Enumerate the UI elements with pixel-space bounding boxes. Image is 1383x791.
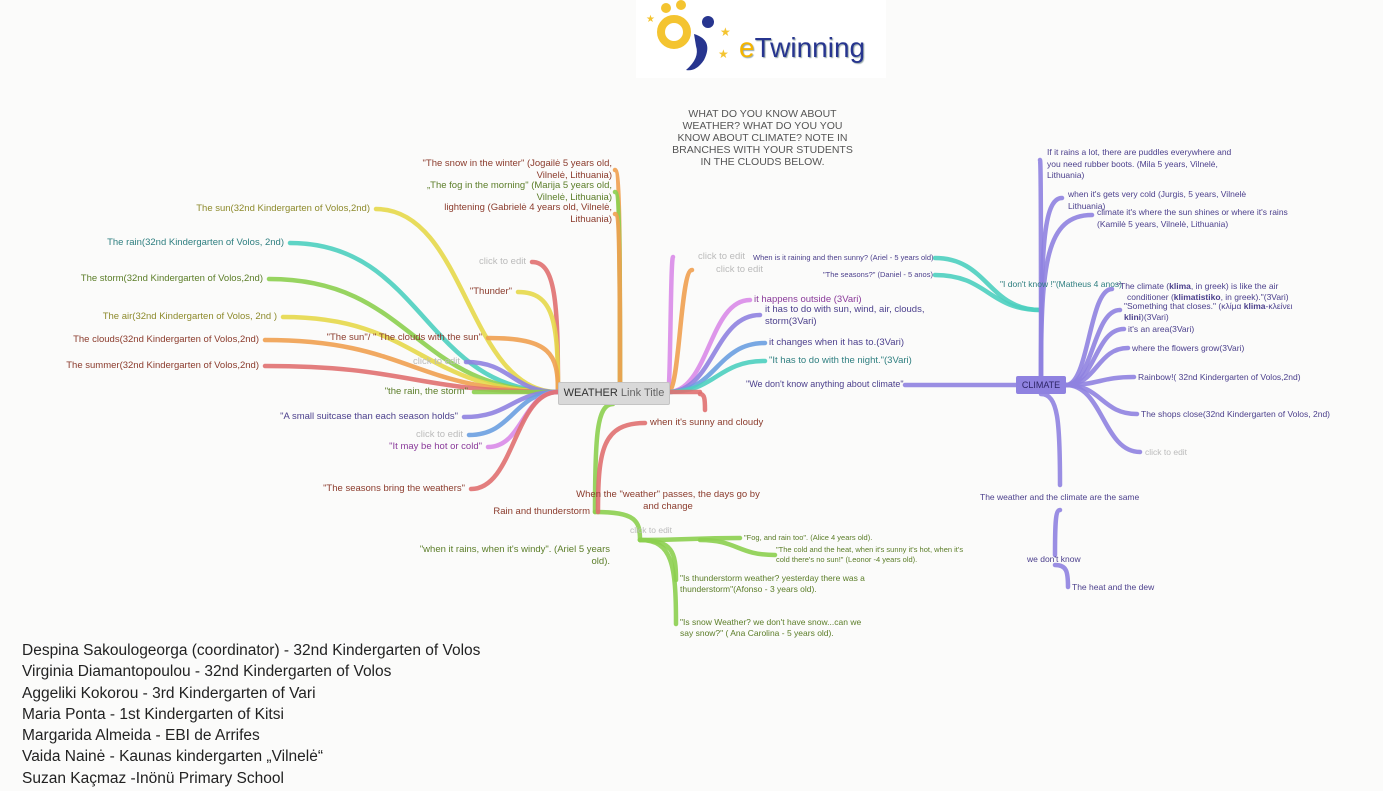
node-rains-windy[interactable]: "when it rains, when it's windy". (Ariel… xyxy=(419,544,610,567)
node-rain-thunderstorm[interactable]: Rain and thunderstorm xyxy=(493,506,590,517)
credit-line: Vaida Nainė - Kaunas kindergarten „Vilne… xyxy=(22,748,323,766)
etwinning-figures-icon: ★ ★ ★ xyxy=(646,0,731,71)
branch-connector xyxy=(595,420,648,515)
node-seasons-question[interactable]: "The seasons?" (Daniel - 5 anos) xyxy=(823,270,933,279)
node-clouds[interactable]: The clouds(32nd Kindergarten of Volos,2n… xyxy=(73,334,259,345)
node-changes[interactable]: it changes when it has to.(3Vari) xyxy=(769,337,905,348)
node-night[interactable]: "It has to do with the night."(3Vari) xyxy=(769,355,912,366)
node-thunderstorm-question[interactable]: "Is thunderstorm weather? yesterday ther… xyxy=(680,573,865,594)
branch-connector xyxy=(637,537,679,627)
node-happens-outside[interactable]: it happens outside (3Vari) xyxy=(754,294,862,305)
node-fog-morning[interactable]: „The fog in the morning" (Marija 5 years… xyxy=(426,180,612,203)
node-raining-then-sunny[interactable]: When is it raining and then sunny? (Arie… xyxy=(753,253,934,262)
node-sunny-cloudy[interactable]: when it's sunny and cloudy xyxy=(650,417,764,428)
etwinning-wordmark: eTwinning xyxy=(739,32,866,63)
node-click-to-edit[interactable]: click to edit xyxy=(416,429,463,440)
branch-connector xyxy=(592,509,643,543)
node-flowers-grow[interactable]: where the flowers grow(3Vari) xyxy=(1132,343,1245,353)
branch-connector xyxy=(932,272,1044,313)
node-click-to-edit[interactable]: click to edit xyxy=(413,356,460,367)
credit-line: Margarida Almeida - EBI de Arrifes xyxy=(22,727,260,745)
branch-connector xyxy=(697,391,708,413)
node-sun[interactable]: The sun(32nd Kindergarten of Volos,2nd) xyxy=(196,203,370,214)
node-fog-rain-too[interactable]: "Fog, and rain too". (Alice 4 years old)… xyxy=(744,533,873,542)
credits-list: Despina Sakoulogeorga (coordinator) - 32… xyxy=(22,640,480,789)
svg-text:★: ★ xyxy=(646,14,655,25)
node-something-closes[interactable]: "Something that closes." (κλίμα klima-κλ… xyxy=(1124,301,1293,322)
node-small-suitcase[interactable]: "A small suitcase than each season holds… xyxy=(280,411,458,422)
branch-connector xyxy=(1052,507,1063,558)
branch-connector xyxy=(612,211,623,388)
branch-connector xyxy=(1038,391,1063,488)
node-shops-close[interactable]: The shops close(32nd Kindergarten of Vol… xyxy=(1141,409,1331,419)
branch-connector xyxy=(287,240,561,395)
branch-connector xyxy=(665,267,695,395)
svg-text:★: ★ xyxy=(718,47,729,61)
branch-connector xyxy=(1038,212,1095,379)
branch-connector xyxy=(697,537,778,558)
svg-text:★: ★ xyxy=(720,25,731,39)
node-seasons-bring-weathers[interactable]: "The seasons bring the weathers" xyxy=(323,483,465,494)
node-snow-winter[interactable]: "The snow in the winter" (Jogailė 5 year… xyxy=(422,158,612,181)
node-click-to-edit[interactable]: click to edit xyxy=(698,251,745,262)
node-sun-clouds[interactable]: "The sun"/ " The clouds with the sun" xyxy=(326,332,482,343)
node-snow-question[interactable]: "Is snow Weather? we don't have snow...c… xyxy=(680,617,862,638)
node-area[interactable]: it's an area(3Vari) xyxy=(1128,324,1195,334)
credit-line: Virginia Diamantopoulou - 32nd Kindergar… xyxy=(22,663,392,681)
branch-connector xyxy=(665,254,676,395)
node-air[interactable]: The air(32nd Kindergarten of Volos, 2nd … xyxy=(102,311,277,322)
node-klima-air-conditioner[interactable]: "The climate (klima, in greek) is like t… xyxy=(1117,281,1289,302)
node-sun-shines[interactable]: climate it's where the sun shines or whe… xyxy=(1097,207,1288,229)
climate-node[interactable]: CLIMATE xyxy=(1016,376,1066,394)
branch-connector xyxy=(485,335,561,395)
node-lightening[interactable]: lightening (Gabrielė 4 years old, Vilnel… xyxy=(444,202,612,225)
branch-connector xyxy=(1063,382,1143,455)
node-click-to-edit[interactable]: click to edit xyxy=(1145,447,1188,457)
node-click-to-edit[interactable]: click to edit xyxy=(479,256,526,267)
branch-connector xyxy=(592,401,616,515)
node-storm[interactable]: The storm(32nd Kindergarten of Volos,2nd… xyxy=(80,273,263,284)
node-weather-passes[interactable]: When the "weather" passes, the days go b… xyxy=(576,489,760,512)
credit-line: Suzan Kaçmaz -Inönü Primary School xyxy=(22,769,284,787)
node-summer[interactable]: The summer(32nd Kindergarten of Volos,2n… xyxy=(66,360,259,371)
credit-line: Despina Sakoulogeorga (coordinator) - 32… xyxy=(22,642,481,659)
node-puddles[interactable]: If it rains a lot, there are puddles eve… xyxy=(1047,147,1232,180)
node-heat-dew[interactable]: The heat and the dew xyxy=(1072,582,1155,592)
branch-connector xyxy=(1052,562,1071,590)
node-cold-heat[interactable]: "The cold and the heat, when it's sunny … xyxy=(776,545,964,564)
weather-central-node[interactable]: WEATHER Link Title xyxy=(558,382,670,405)
node-dont-know-climate[interactable]: "We don't know anything about climate" xyxy=(746,379,904,389)
node-click-to-edit[interactable]: click to edit xyxy=(716,264,763,275)
node-very-cold[interactable]: when it's gets very cold (Jurgis, 5 year… xyxy=(1068,189,1247,211)
etwinning-logo: ★ ★ ★ eTwinning xyxy=(636,0,886,78)
node-dont-know-matheus[interactable]: "I don't know !"(Matheus 4 anos) xyxy=(1000,279,1122,289)
node-sun-wind-air[interactable]: it has to do with sun, wind, air, clouds… xyxy=(765,304,925,327)
node-thunder[interactable]: "Thunder" xyxy=(469,286,512,297)
node-click-to-edit[interactable]: click to edit xyxy=(630,525,673,535)
node-weather-climate-same[interactable]: The weather and the climate are the same xyxy=(980,492,1140,502)
node-rain[interactable]: The rain(32nd Kindergarten of Volos, 2nd… xyxy=(107,237,284,248)
node-hot-or-cold[interactable]: "It may be hot or cold" xyxy=(389,441,482,452)
node-we-dont-know[interactable]: we don't know xyxy=(1027,554,1081,564)
credit-line: Aggeliki Kokorou - 3rd Kindergarten of V… xyxy=(22,684,316,702)
node-rainbow[interactable]: Rainbow!( 32nd Kindergarten of Volos,2nd… xyxy=(1138,372,1301,382)
node-rain-storm[interactable]: "the rain, the storm" xyxy=(384,386,468,397)
credit-line: Maria Ponta - 1st Kindergarten of Kitsi xyxy=(22,705,284,723)
branch-connector xyxy=(468,389,561,492)
